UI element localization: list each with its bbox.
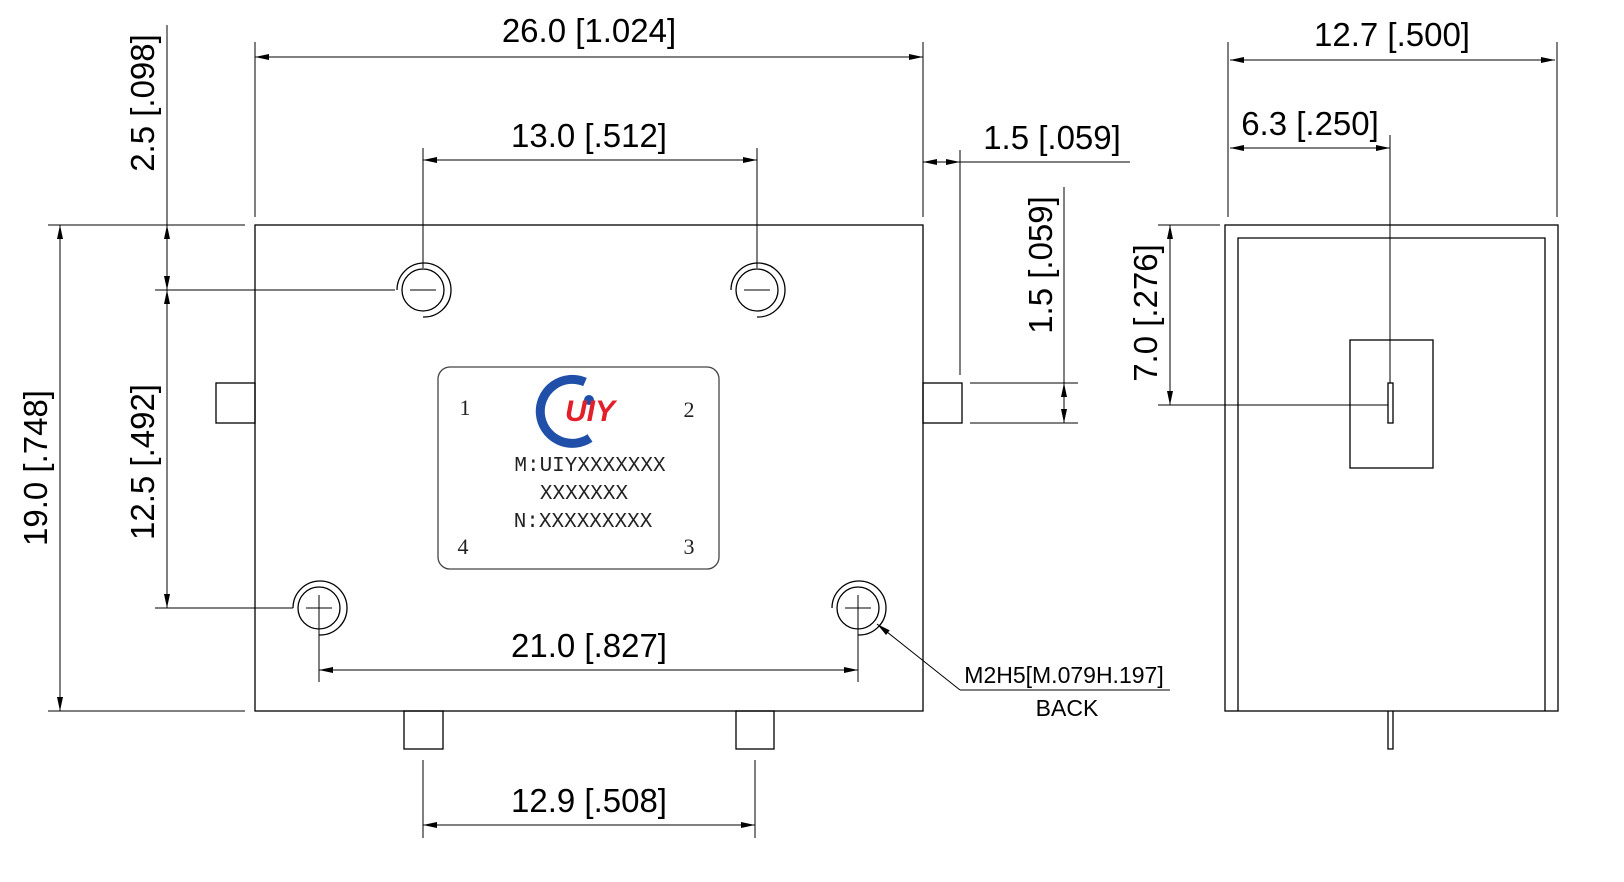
front-view: UIY 1 2 3 4 M:UIYXXXXXXX XXXXXXX N:XXXXX…: [215, 224, 963, 750]
connector-block: [1349, 339, 1434, 469]
dimension-text: 19.0 [.748]: [17, 390, 54, 546]
dimension-text: 6.3 [.250]: [1241, 105, 1379, 142]
dimension-text: 1.5 [.059]: [983, 119, 1121, 156]
housing-outline: [254, 224, 924, 712]
thread-callout: M2H5[M.079H.197] BACK: [876, 623, 1170, 721]
dimension-overall-width: 26.0 [1.024]: [254, 12, 924, 217]
callout-thread: M2H5[M.079H.197]: [964, 662, 1163, 688]
product-label: UIY 1 2 3 4 M:UIYXXXXXXX XXXXXXX N:XXXXX…: [437, 366, 720, 570]
model-line-1: M:UIYXXXXXXX: [514, 455, 666, 478]
logo-text: UIY: [565, 395, 618, 428]
port-bottom-left: [403, 710, 444, 750]
port-number: 2: [684, 397, 695, 422]
dimension-text: 12.5 [.492]: [124, 384, 161, 540]
dimension-side-pin-height: 7.0 [.276]: [1127, 224, 1388, 406]
dimension-port-protrusion: 1.5 [.059]: [923, 119, 1130, 375]
dimension-overall-height: 19.0 [.748]: [17, 225, 245, 712]
dimension-hole-spacing-bottom: 21.0 [.827]: [319, 627, 858, 673]
dimension-side-width: 12.7 [.500]: [1227, 16, 1558, 217]
dimension-side-pin-offset: 6.3 [.250]: [1230, 105, 1391, 383]
dimension-text: 26.0 [1.024]: [502, 12, 676, 49]
logo: UIY: [535, 374, 618, 448]
dimension-port-height: 1.5 [.059]: [970, 187, 1078, 424]
side-view: [1224, 224, 1559, 750]
side-outline: [1224, 224, 1559, 712]
dimension-bottom-port-spacing: 12.9 [.508]: [422, 760, 756, 838]
dimension-text: 12.7 [.500]: [1314, 16, 1470, 53]
port-number: 1: [460, 395, 471, 420]
dimension-text: 13.0 [.512]: [511, 117, 667, 154]
port-bottom-right: [735, 710, 775, 750]
port-left: [215, 382, 256, 424]
dimension-top-edge-to-hole: 2.5 [.098]: [48, 25, 395, 291]
port-number: 4: [458, 534, 469, 559]
mounting-hole: [831, 580, 887, 682]
port-right: [922, 382, 963, 424]
dimension-hole-spacing-top: 13.0 [.512]: [422, 117, 758, 268]
dimension-text: 21.0 [.827]: [511, 627, 667, 664]
serial-number: N:XXXXXXXXX: [514, 511, 653, 534]
dimension-text: 2.5 [.098]: [124, 34, 161, 172]
mounting-hole: [396, 262, 452, 318]
port-number: 3: [684, 534, 695, 559]
model-line-2: XXXXXXX: [540, 483, 629, 506]
dimension-hole-vertical-spacing: 12.5 [.492]: [124, 290, 293, 609]
dimension-text: 12.9 [.508]: [511, 782, 667, 819]
pin-slot: [1387, 382, 1394, 424]
dimension-text: 7.0 [.276]: [1127, 244, 1164, 382]
dimension-text: 1.5 [.059]: [1022, 196, 1059, 334]
callout-side: BACK: [1036, 695, 1099, 721]
mounting-hole: [730, 262, 786, 318]
mounting-hole: [292, 580, 348, 682]
